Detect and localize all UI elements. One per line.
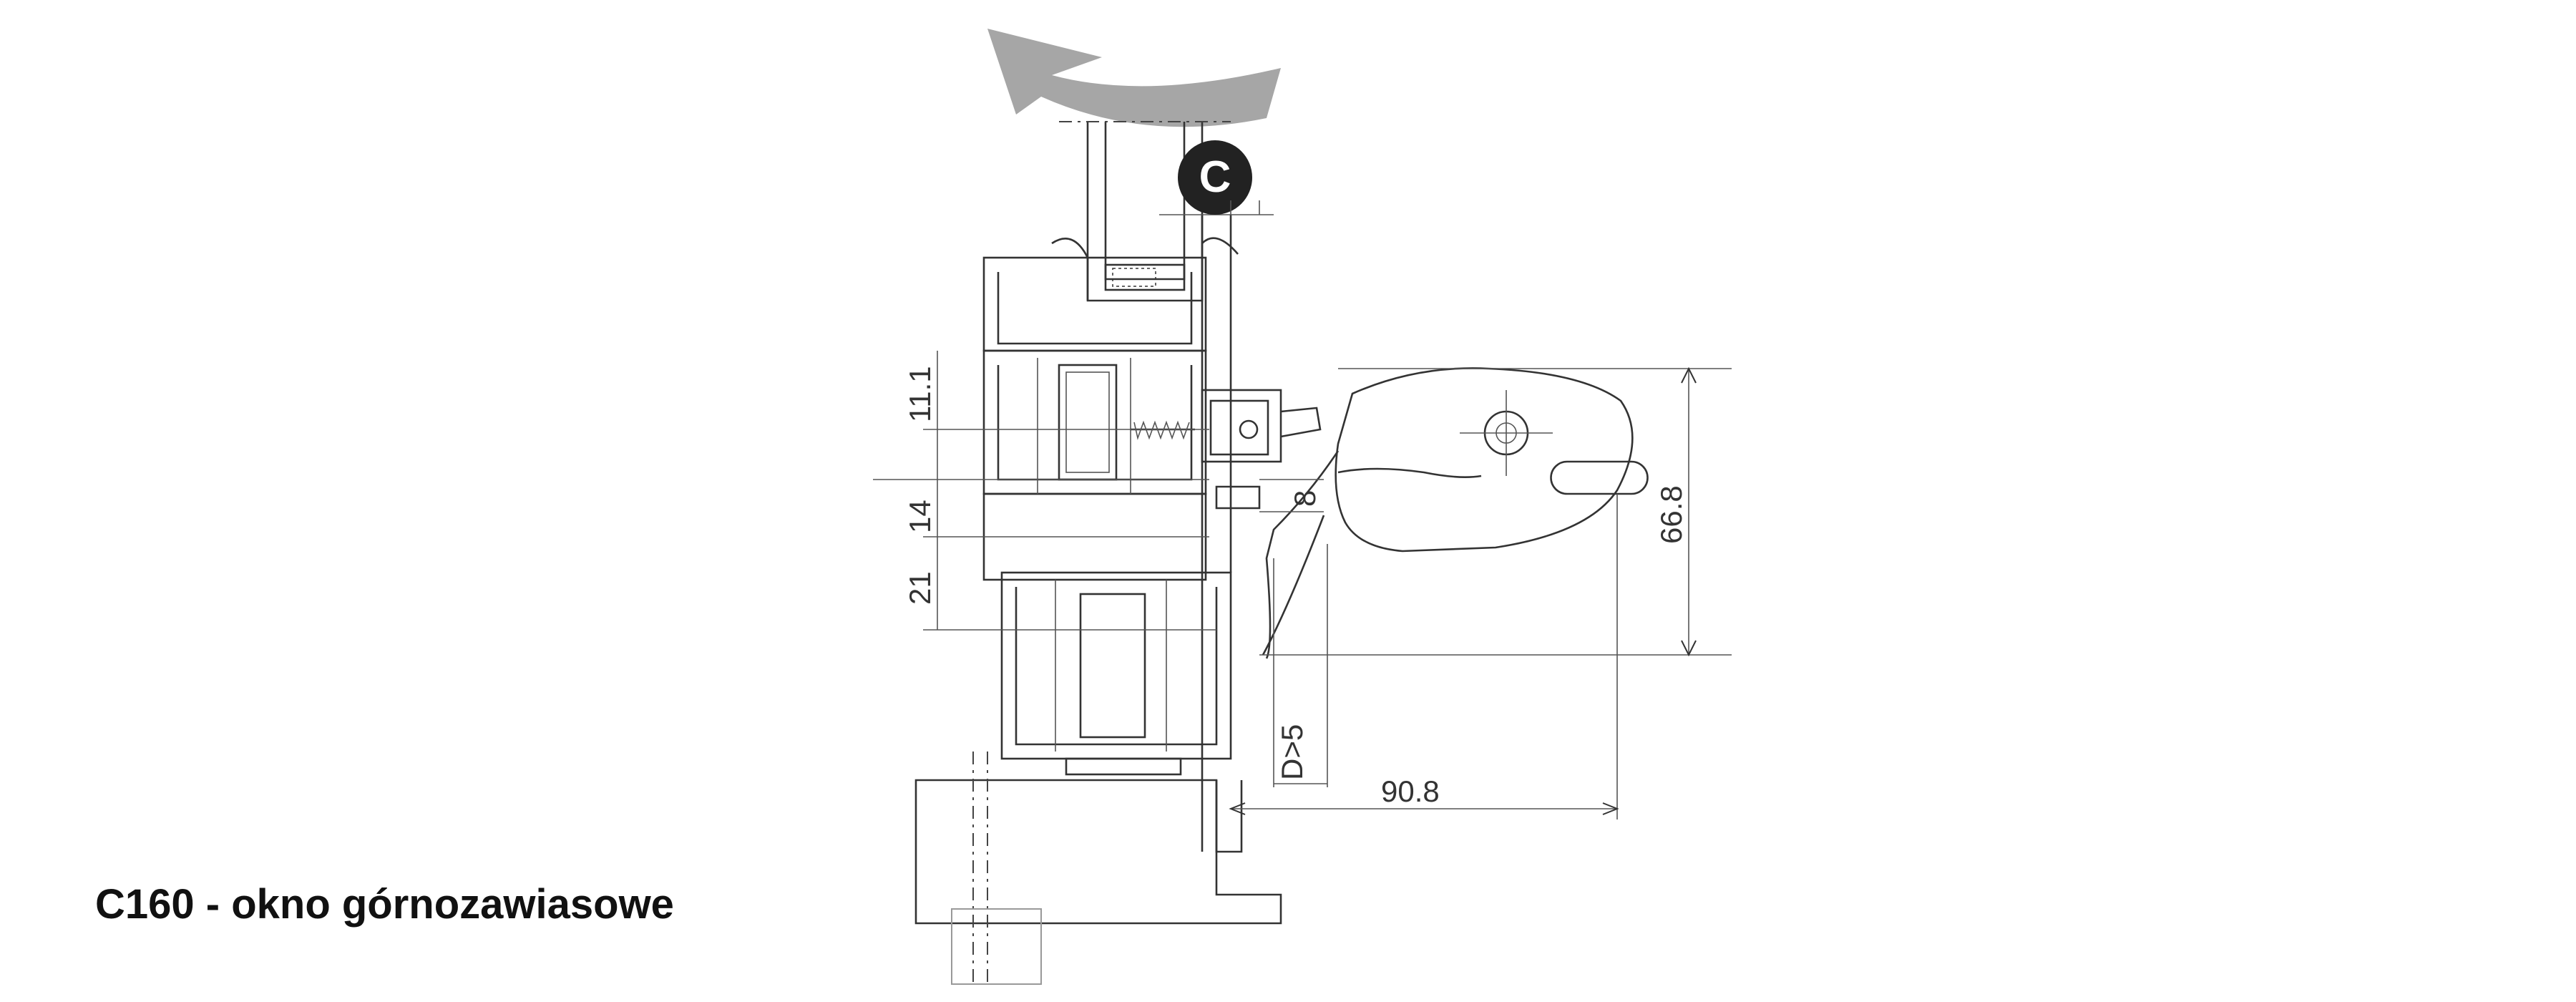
dim-11-1: 11.1 [903, 366, 937, 422]
drawing-caption: C160 - okno górnozawiasowe [95, 881, 674, 928]
glazing-gaskets [1051, 237, 1239, 301]
badge-letter: C [1199, 152, 1231, 202]
hinge-bracket [1201, 389, 1322, 510]
frame-profile [982, 256, 1207, 581]
curved-arrow-left-icon [987, 29, 1281, 127]
dim-14: 14 [903, 500, 937, 533]
dim-90-8: 90.8 [1381, 774, 1440, 808]
sash-profile [1000, 571, 1232, 776]
detail-badge [1178, 140, 1252, 215]
dim-21: 21 [903, 571, 937, 605]
dim-d5: D>5 [1275, 724, 1309, 780]
hinge-arm [1262, 367, 1649, 659]
dimension-lines [873, 200, 1732, 819]
wall-base [914, 752, 1282, 988]
screw-icon [1131, 420, 1195, 440]
frame-face-lines [1159, 214, 1274, 852]
dim-66-8: 66.8 [1654, 485, 1688, 544]
dim-8: 8 [1288, 490, 1322, 507]
